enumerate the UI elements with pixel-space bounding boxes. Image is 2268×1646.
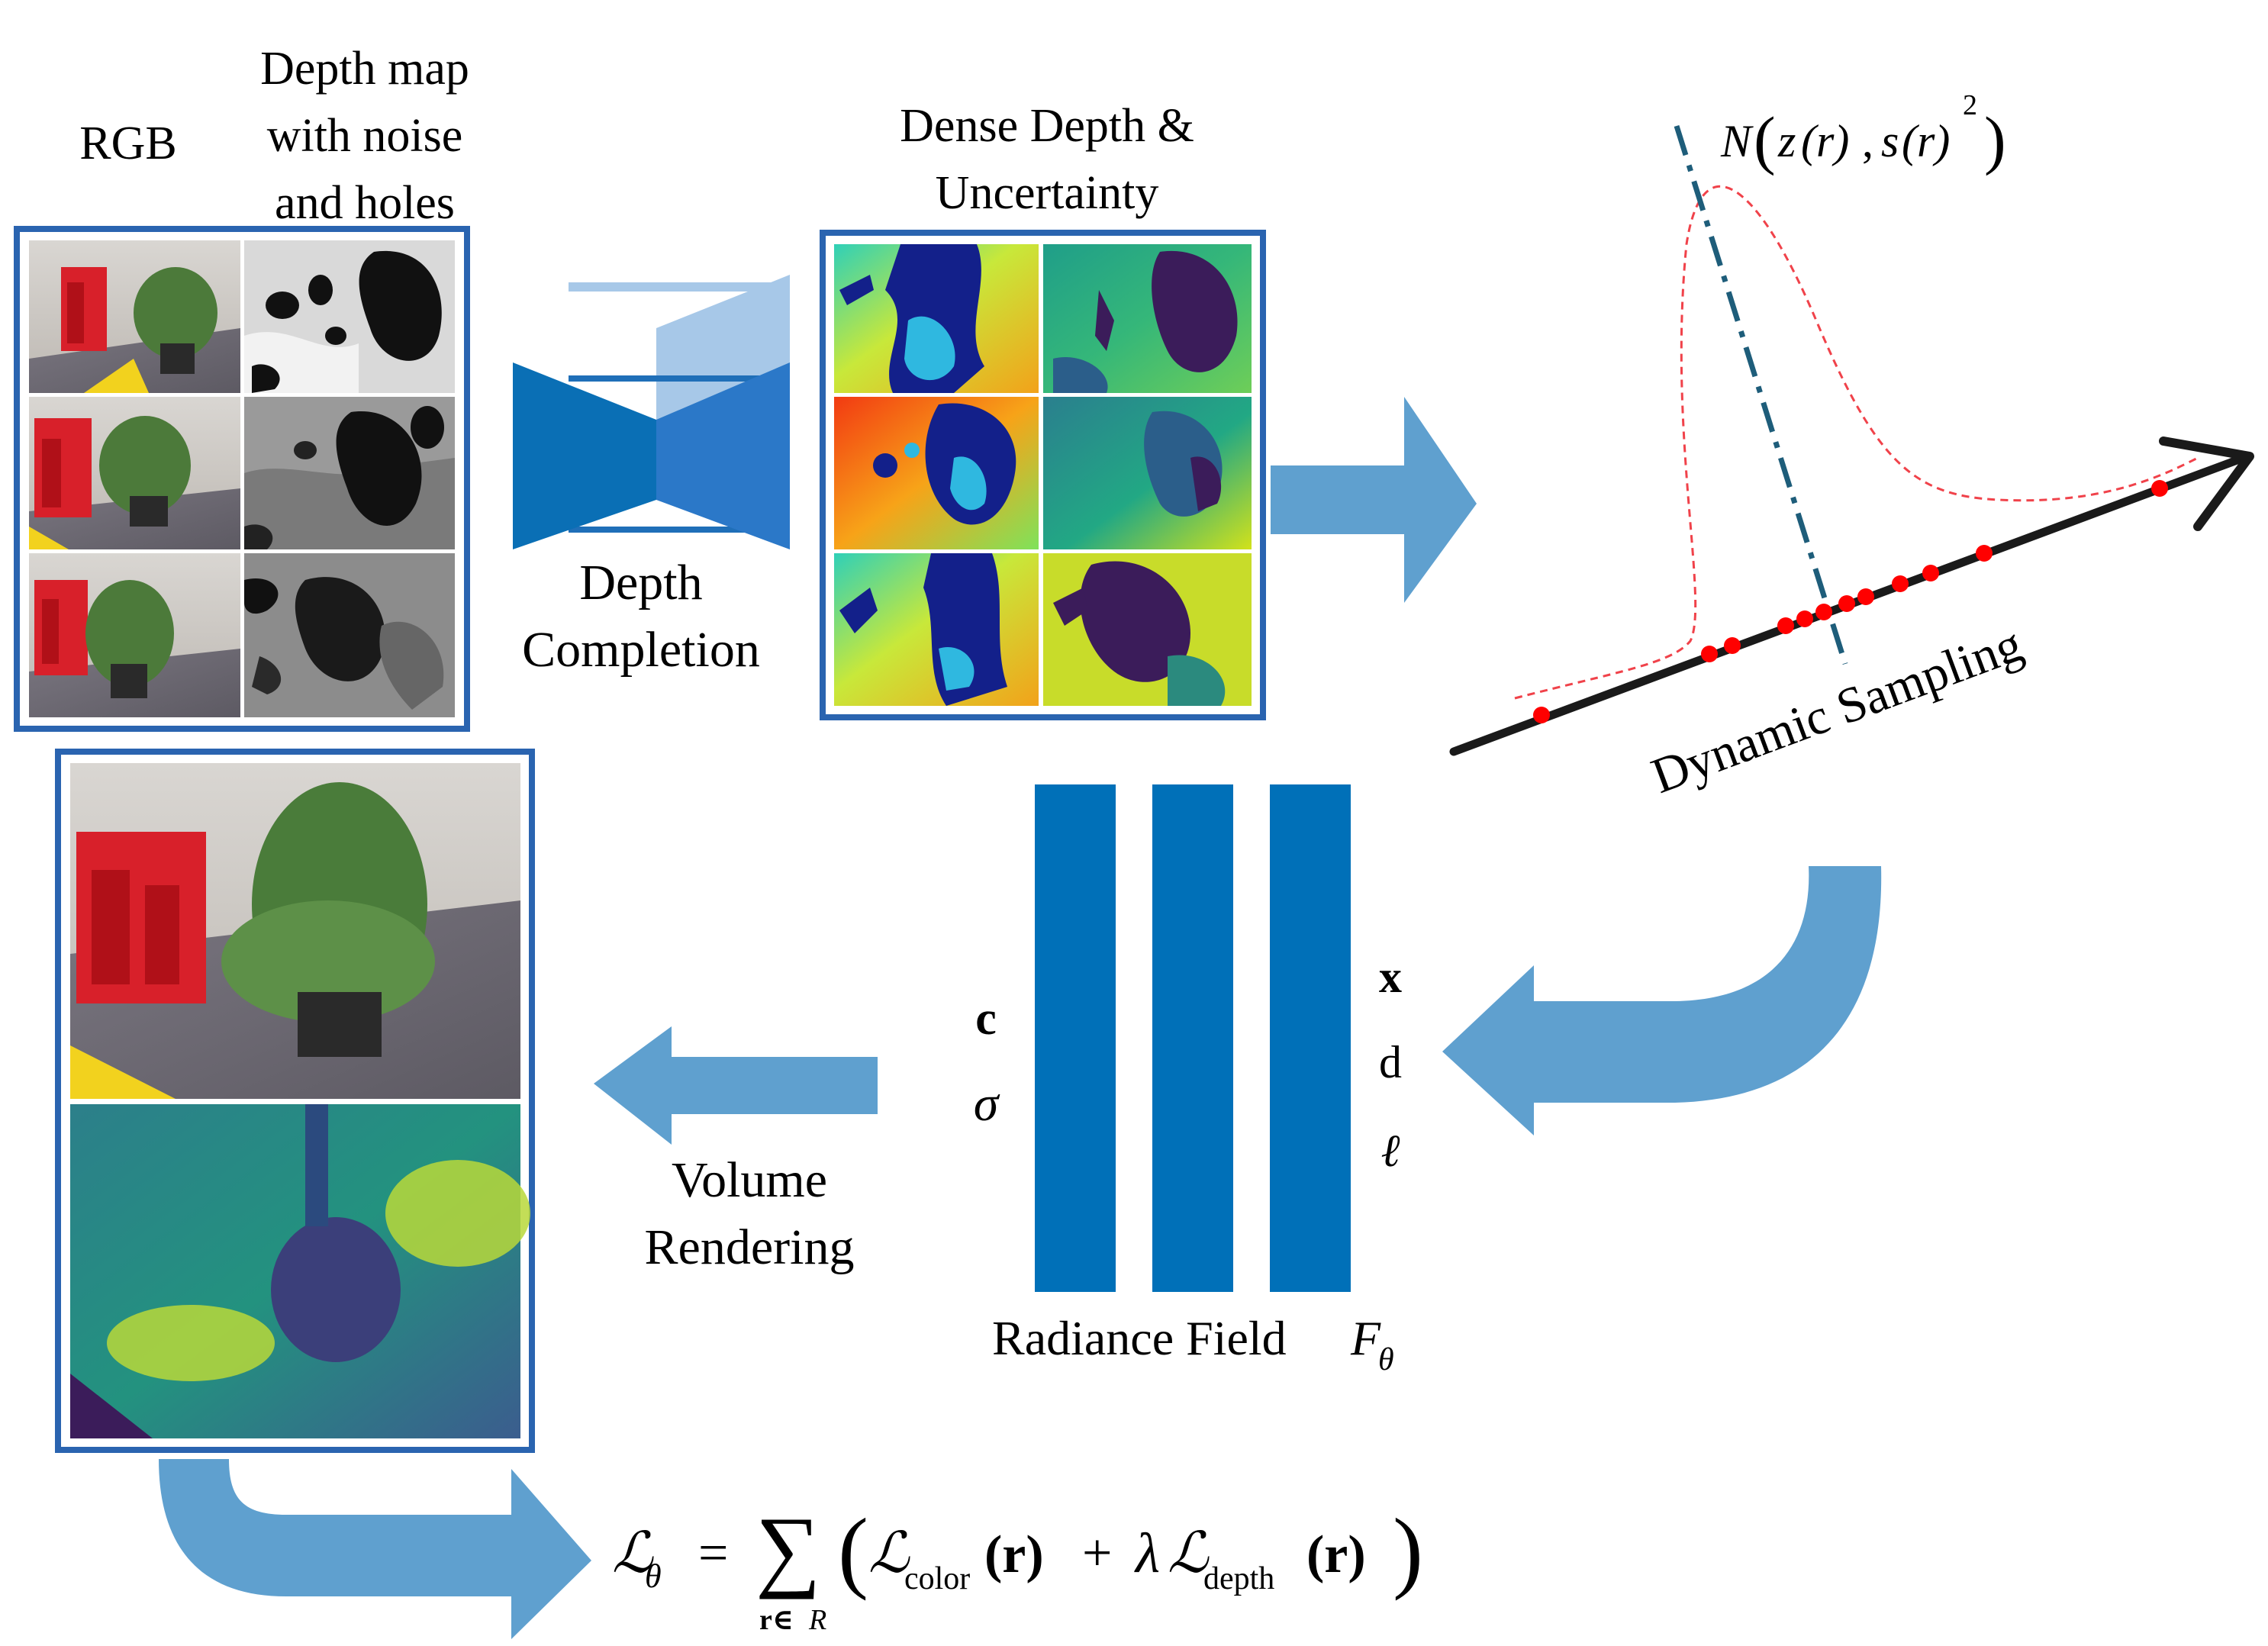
- encoder-decoder-icon: [513, 275, 790, 549]
- gaussian-curve: [1514, 185, 2199, 700]
- arrow-right-icon: [1271, 397, 1477, 603]
- dense-depth-image-3: [834, 553, 1039, 706]
- dense-depth-image-2: [834, 397, 1039, 549]
- depth-map-label-line3: and holes: [275, 177, 455, 229]
- dense-depth-label-line2: Uncertainty: [936, 167, 1159, 219]
- sparse-depth-image-2: [244, 397, 455, 549]
- dense-depth-image-1: [834, 244, 1039, 393]
- rgb-label: RGB: [79, 118, 176, 169]
- gaussian-open-paren: (: [1754, 103, 1776, 176]
- loss-depth-argument: (r): [1306, 1525, 1366, 1584]
- depth-map-label-line1: Depth map: [260, 43, 469, 95]
- loss-color-subscript: color: [904, 1561, 970, 1596]
- loss-color-argument: (r): [984, 1525, 1044, 1584]
- depth-completion-label-line1: Depth: [579, 555, 702, 610]
- gaussian-r1: (r): [1801, 116, 1849, 166]
- rgb-image-3: [29, 553, 240, 717]
- gaussian-r2: (r): [1902, 116, 1950, 166]
- gaussian-s: s: [1881, 116, 1899, 166]
- radiance-field-network: [1035, 784, 1351, 1292]
- gaussian-z: z: [1777, 116, 1796, 166]
- loss-equals: =: [698, 1524, 728, 1583]
- dynamic-sampling-plot: Dynamic Sampling: [1449, 124, 2254, 804]
- output-color-label: c: [975, 993, 997, 1045]
- loss-depth-L: ℒ: [1168, 1522, 1210, 1585]
- uncertainty-image-2: [1043, 397, 1252, 549]
- gaussian-N: N: [1720, 116, 1754, 166]
- input-latent-label: ℓ: [1381, 1126, 1400, 1176]
- rgb-image-2: [29, 397, 240, 549]
- loss-lambda: λ: [1134, 1522, 1160, 1585]
- loss-equation: ℒ θ = ∑ r∈ R ( ℒ color (r) + λ ℒ depth (…: [612, 1498, 1423, 1636]
- network-layer-1: [1035, 784, 1116, 1292]
- volume-rendering-label-line2: Rendering: [645, 1219, 855, 1275]
- input-images-panel: [14, 226, 470, 732]
- rgb-image-1: [29, 240, 240, 393]
- gaussian-label: N ( z (r) , s (r) 2 ): [1720, 89, 2006, 176]
- loss-arrow-icon: [159, 1459, 591, 1639]
- sparse-depth-image-1: [244, 240, 455, 393]
- sample-points: [1533, 480, 2168, 723]
- uncertainty-image-3: [1043, 553, 1252, 706]
- network-layer-3: [1270, 784, 1351, 1292]
- uncertainty-image-1: [1043, 244, 1252, 393]
- depth-map-label-line2: with noise: [267, 110, 463, 162]
- depth-completion-label-line2: Completion: [522, 622, 760, 678]
- sparse-depth-image-3: [244, 553, 455, 717]
- input-position-label: x: [1379, 952, 1402, 1002]
- input-direction-label: d: [1379, 1037, 1402, 1087]
- volume-rendering-label-line1: Volume: [672, 1152, 827, 1208]
- mean-axis-line: [1674, 124, 1848, 665]
- loss-plus: +: [1082, 1524, 1112, 1583]
- output-density-label: σ: [974, 1076, 1000, 1132]
- curved-arrow-icon: [1442, 866, 1882, 1135]
- gaussian-comma: ,: [1862, 116, 1873, 166]
- loss-open-paren: (: [838, 1499, 868, 1601]
- loss-sum: ∑: [755, 1498, 821, 1599]
- dense-depth-uncertainty-panel: [820, 230, 1266, 720]
- radiance-field-symbol: F: [1350, 1311, 1381, 1365]
- radiance-field-label: Radiance Field: [992, 1311, 1287, 1365]
- radiance-field-subscript: θ: [1378, 1342, 1394, 1377]
- rendered-output-panel: [55, 749, 535, 1453]
- loss-sum-subscript: r∈: [759, 1604, 794, 1636]
- rendered-depth-image: [70, 1104, 530, 1438]
- loss-close-paren: ): [1393, 1499, 1423, 1601]
- gaussian-superscript: 2: [1963, 89, 1977, 121]
- dense-depth-label-line1: Dense Depth &: [900, 100, 1194, 152]
- loss-L: ℒ: [612, 1522, 654, 1585]
- rendered-rgb-image: [70, 763, 520, 1099]
- loss-depth-subscript: depth: [1203, 1561, 1274, 1596]
- gaussian-close-paren: ): [1984, 103, 2006, 176]
- arrow-left-icon: [594, 1026, 878, 1145]
- loss-theta: θ: [645, 1557, 662, 1595]
- radiance-field-caption: Radiance Field F θ: [992, 1311, 1394, 1377]
- loss-color-L: ℒ: [868, 1522, 910, 1585]
- network-layer-2: [1152, 784, 1233, 1292]
- loss-sum-subscript-R: R: [808, 1604, 826, 1636]
